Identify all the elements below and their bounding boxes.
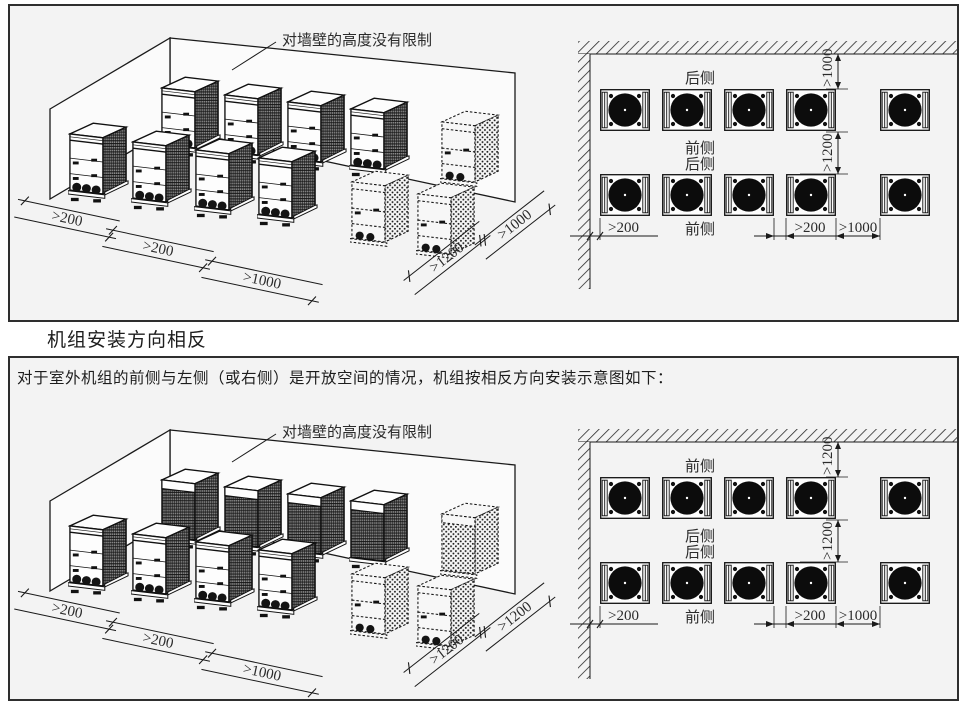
outdoor-unit-3d <box>194 530 255 612</box>
outdoor-unit-3d <box>131 130 192 212</box>
svg-text:>1000: >1000 <box>820 49 836 87</box>
plan-dimension-left: >200 <box>570 606 658 629</box>
fan-top-view <box>786 89 836 131</box>
fan-top-view <box>600 562 650 604</box>
row2-rear-label: 后侧 <box>685 544 715 561</box>
wall-height-note: 对墙壁的高度没有限制 <box>282 32 432 49</box>
wall-label-leader <box>231 433 277 463</box>
fan-top-view <box>880 562 930 604</box>
svg-text:>1000: >1000 <box>242 661 283 685</box>
outdoor-unit-3d-phantom <box>440 110 499 187</box>
svg-text:>200: >200 <box>608 608 639 624</box>
intro-text: 对于室外机组的前侧与左侧（或右侧）是开放空间的情况，机组按相反方向安装示意图如下… <box>17 370 674 387</box>
outdoor-unit-3d <box>257 146 318 228</box>
fan-top-view <box>600 477 650 519</box>
fan-top-view <box>724 477 774 519</box>
iso-dimension: >200 <box>14 196 120 242</box>
plan-dimension-left: >200 <box>570 218 658 241</box>
outdoor-unit-3d <box>194 138 255 220</box>
plan-dimension-rows: >1200 <box>800 519 848 563</box>
row1-rear-label: 后侧 <box>685 528 715 545</box>
outdoor-unit-3d-phantom <box>416 574 475 651</box>
iso-view: 对墙壁的高度没有限制 >200 >200 <box>14 424 556 698</box>
svg-text:>200: >200 <box>795 220 826 236</box>
outdoor-unit-3d-phantom <box>416 182 475 259</box>
row1-front-label: 前侧 <box>685 140 715 157</box>
fan-top-view <box>724 89 774 131</box>
plan-dimension-gap: >200 <box>754 606 840 628</box>
fan-top-view <box>880 174 930 216</box>
plan-dimension-wall-row1: >1200 <box>820 437 848 478</box>
plan-dimension-rows: >1200 <box>800 131 848 175</box>
fan-top-view <box>600 89 650 131</box>
iso-dimension: >1000 <box>201 648 323 698</box>
row1-rear-label: 后侧 <box>685 70 715 87</box>
svg-text:>1000: >1000 <box>839 608 877 624</box>
outdoor-unit-3d-phantom <box>350 170 409 247</box>
fan-top-view <box>662 174 712 216</box>
row2-rear-label: 后侧 <box>685 156 715 173</box>
fan-top-view <box>600 174 650 216</box>
svg-text:>200: >200 <box>795 608 826 624</box>
svg-text:>200: >200 <box>50 600 84 622</box>
svg-text:>1000: >1000 <box>242 269 283 293</box>
fan-top-view <box>662 562 712 604</box>
plan-view: 前侧 后侧 后侧 前侧 >1200 >1200 >200 <box>570 429 957 679</box>
row1-front-label: 前侧 <box>685 458 715 475</box>
svg-text:>200: >200 <box>141 238 175 260</box>
plan-dimension-wall-row1: >1000 <box>820 49 848 90</box>
svg-text:>1000: >1000 <box>839 220 877 236</box>
section-heading: 机组安装方向相反 <box>47 330 208 351</box>
wall-hatch-left <box>578 442 590 679</box>
fan-top-view <box>786 477 836 519</box>
outdoor-unit-3d-phantom <box>440 502 499 579</box>
svg-text:>200: >200 <box>50 208 84 230</box>
svg-text:>1200: >1200 <box>820 522 836 560</box>
outdoor-unit-3d-phantom <box>350 562 409 639</box>
fan-top-view <box>662 477 712 519</box>
fan-top-view <box>724 562 774 604</box>
row2-front-label: 前侧 <box>685 609 715 626</box>
top-diagram-panel: 对墙壁的高度没有限制 >200 >200 <box>8 4 959 322</box>
bottom-diagram-panel: 对于室外机组的前侧与左侧（或右侧）是开放空间的情况，机组按相反方向安装示意图如下… <box>8 356 959 701</box>
svg-text:>1200: >1200 <box>820 437 836 475</box>
svg-text:>1200: >1200 <box>820 134 836 172</box>
outdoor-unit-3d <box>68 122 129 204</box>
wall-hatch-left <box>578 54 590 289</box>
fan-top-view <box>662 89 712 131</box>
outdoor-unit-3d <box>131 522 192 604</box>
iso-dimension: >200 <box>102 225 214 273</box>
wall-hatch-top <box>578 41 957 54</box>
iso-dimension: >200 <box>102 617 214 665</box>
top-diagram: 对墙壁的高度没有限制 >200 >200 <box>14 32 957 306</box>
outdoor-unit-3d <box>257 538 318 620</box>
outdoor-unit-3d <box>68 514 129 596</box>
svg-text:>200: >200 <box>141 630 175 652</box>
iso-dimension: >200 <box>14 588 120 634</box>
fan-top-view <box>880 477 930 519</box>
plan-dimension-gap: >200 <box>754 218 840 240</box>
wall-hatch-top <box>578 429 957 442</box>
plan-dimension-separate: >1000 <box>835 218 881 240</box>
wall-height-note: 对墙壁的高度没有限制 <box>282 424 432 441</box>
fan-top-view <box>880 89 930 131</box>
row2-front-label: 前侧 <box>685 221 715 238</box>
fan-top-view <box>786 562 836 604</box>
plan-view: 后侧 前侧 后侧 前侧 >1000 >1200 <box>570 41 957 289</box>
plan-dimension-separate: >1000 <box>835 606 881 628</box>
wall-label-leader <box>231 41 277 71</box>
svg-text:>200: >200 <box>608 220 639 236</box>
fan-top-view <box>724 174 774 216</box>
iso-view: 对墙壁的高度没有限制 >200 >200 <box>14 32 556 306</box>
fan-top-view <box>786 174 836 216</box>
bottom-diagram: 对墙壁的高度没有限制 >200 >200 <box>14 424 957 698</box>
iso-dimension: >1000 <box>201 256 323 306</box>
